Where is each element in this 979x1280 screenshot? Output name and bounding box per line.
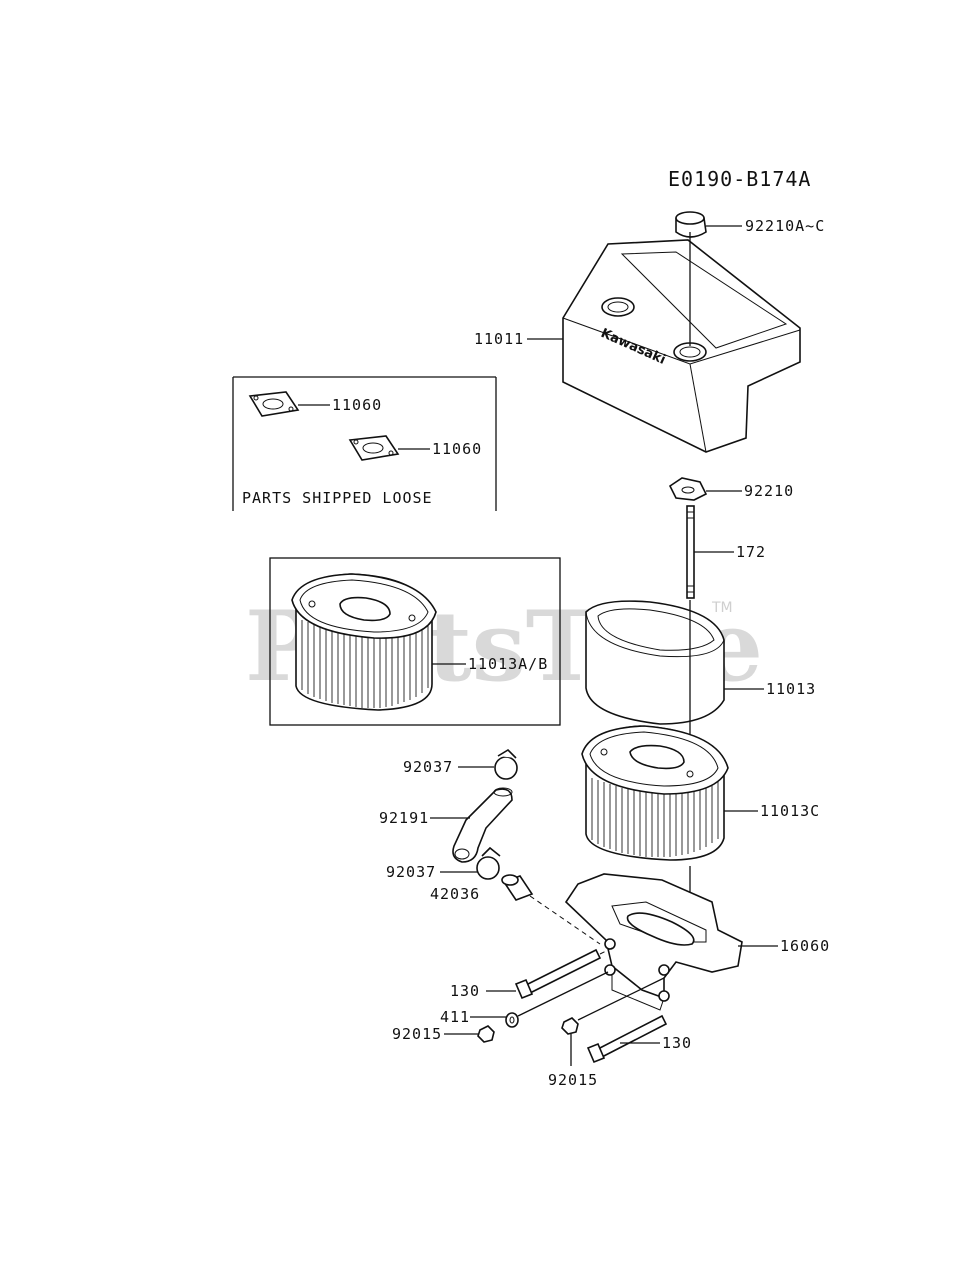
washer-part-number: 411 <box>440 1008 470 1026</box>
fitting-part-number: 42036 <box>430 885 480 903</box>
gasket-1-part-number: 11060 <box>332 396 382 414</box>
filter-option-part-number: 11013A/B <box>468 655 548 673</box>
filter-element[interactable] <box>581 725 729 861</box>
nut-left[interactable] <box>477 1025 495 1043</box>
breather-hose[interactable] <box>452 787 513 863</box>
stud-part-number: 172 <box>736 543 766 561</box>
nut-bottom-axis-line <box>577 977 665 1021</box>
base-part-number: 16060 <box>780 937 830 955</box>
air-cleaner-cover[interactable]: Kawasaki <box>562 239 801 453</box>
loose-parts-caption: PARTS SHIPPED LOOSE <box>242 489 433 507</box>
breather-fitting[interactable] <box>501 874 534 901</box>
washer[interactable] <box>505 1012 519 1028</box>
clamp-bottom-part-number: 92037 <box>386 863 436 881</box>
gasket-2[interactable] <box>348 435 400 461</box>
gasket-1[interactable] <box>248 391 300 417</box>
bolt-left-axis <box>599 947 613 955</box>
cover-part-number: 11011 <box>474 330 524 348</box>
wing-nut[interactable] <box>668 477 708 501</box>
nut-left-part-number: 92015 <box>392 1025 442 1043</box>
washer-axis-line <box>517 971 609 1017</box>
bolt-right-part-number: 130 <box>662 1034 692 1052</box>
hose-clamp-top[interactable] <box>494 748 518 780</box>
bolt-left[interactable] <box>514 948 602 1000</box>
stud[interactable] <box>686 505 695 599</box>
nut-bottom-part-number: 92015 <box>548 1071 598 1089</box>
cap-part-number: 92210A~C <box>745 217 825 235</box>
gasket-2-part-number: 11060 <box>432 440 482 458</box>
filter-option-element[interactable] <box>291 573 437 711</box>
bolt-left-part-number: 130 <box>450 982 480 1000</box>
clamp-top-part-number: 92037 <box>403 758 453 776</box>
element-part-number: 11013C <box>760 802 820 820</box>
diagram-code: E0190-B174A <box>668 167 811 191</box>
loose-parts-box <box>232 376 497 511</box>
hose-clamp-bottom[interactable] <box>476 846 501 880</box>
watermark-tm: TM <box>711 600 733 616</box>
hose-part-number: 92191 <box>379 809 429 827</box>
precleaner-foam[interactable] <box>585 600 725 725</box>
air-cleaner-base[interactable] <box>564 873 743 1011</box>
bolt-right[interactable] <box>586 1014 668 1064</box>
nut-bottom[interactable] <box>561 1017 579 1035</box>
filter-option-box <box>269 557 561 726</box>
wing-nut-part-number: 92210 <box>744 482 794 500</box>
cap-part[interactable] <box>675 211 707 238</box>
precleaner-part-number: 11013 <box>766 680 816 698</box>
